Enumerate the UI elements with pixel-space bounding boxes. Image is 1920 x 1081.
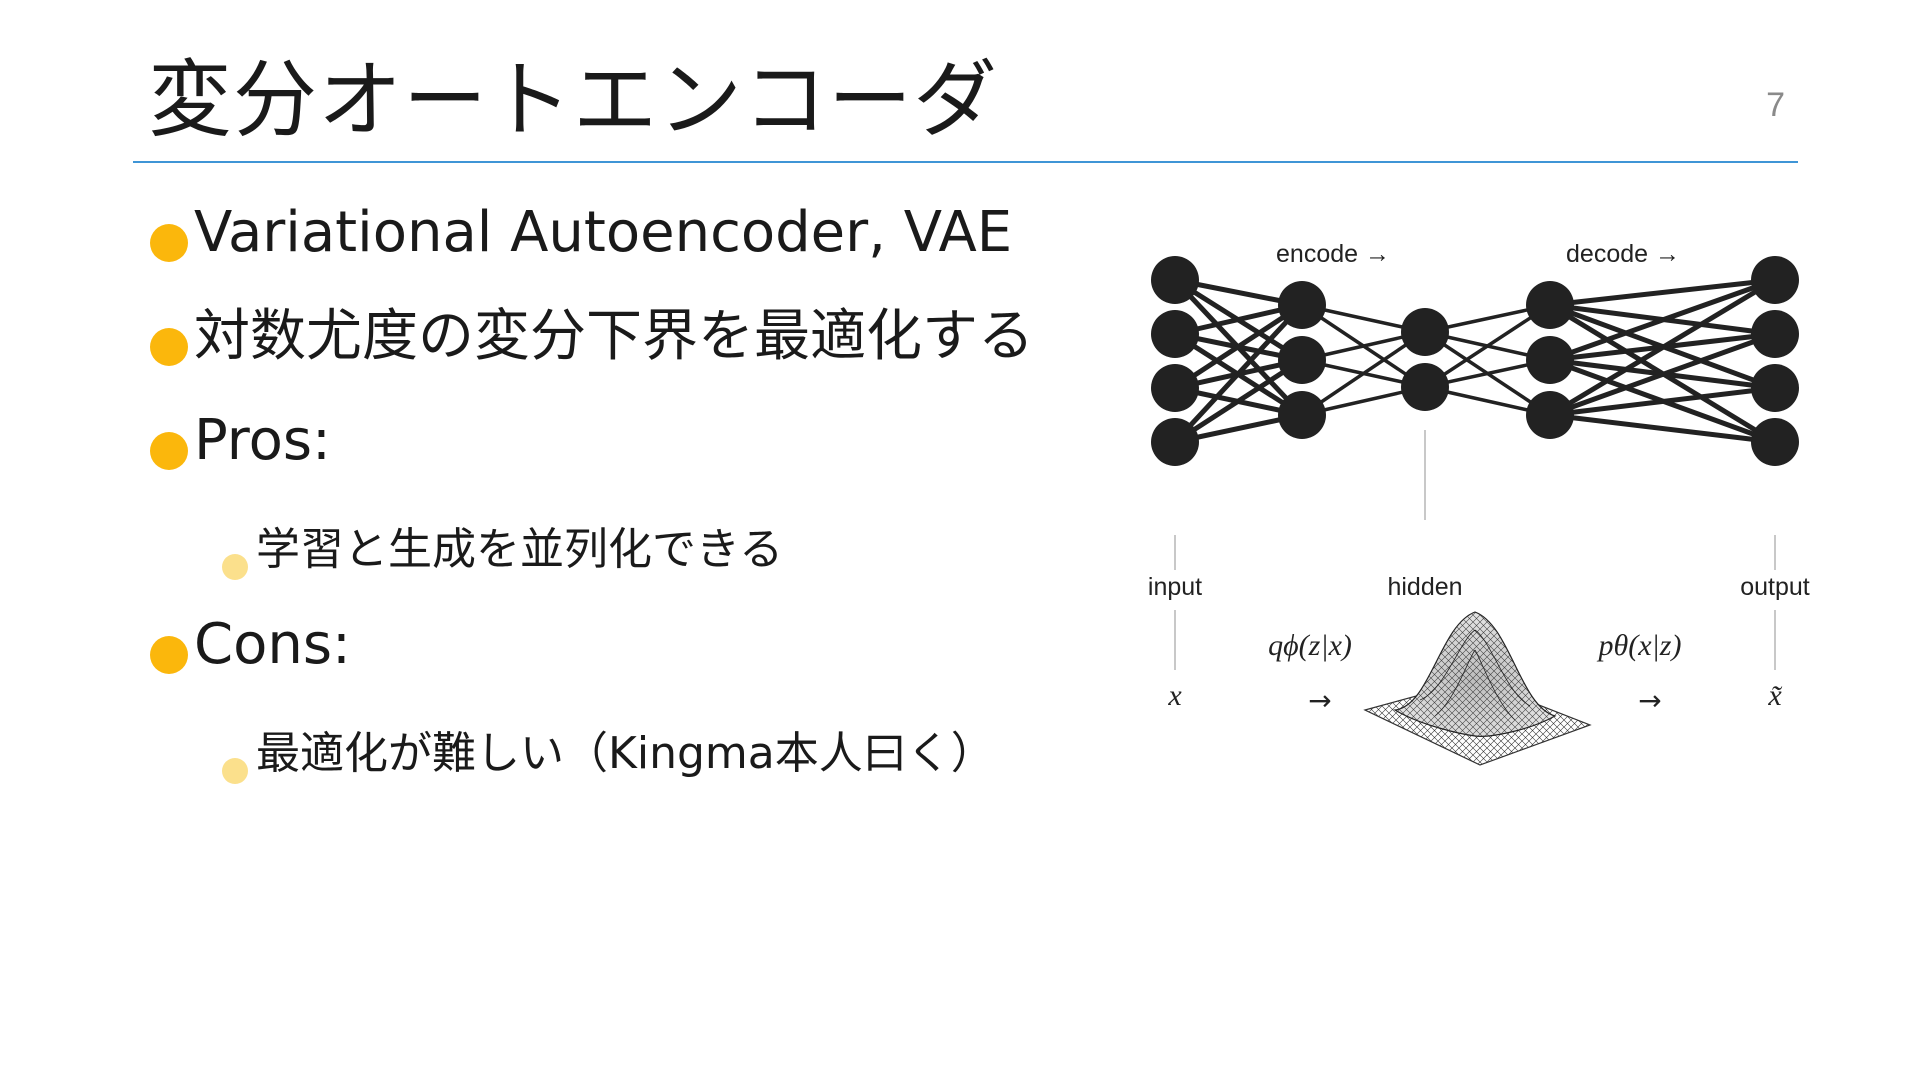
network-node	[1401, 308, 1449, 356]
reconstruction-symbol: x̃	[1767, 679, 1782, 712]
network-node	[1526, 336, 1574, 384]
encode-label: encode →	[1276, 240, 1390, 268]
network-node	[1151, 418, 1199, 466]
page-number: 7	[1766, 86, 1785, 124]
decoder-distribution-label: pθ(x|z)	[1597, 629, 1682, 662]
network-node	[1151, 256, 1199, 304]
bullet-item: Pros:	[148, 398, 1108, 502]
sub-bullet-item: 学習と生成を並列化できる	[148, 502, 1108, 602]
encoder-distribution-label: qϕ(z|x)	[1268, 629, 1352, 662]
bullet-item: Variational Autoencoder, VAE	[148, 190, 1108, 294]
sub-bullet-dot-icon	[222, 758, 248, 784]
network-edge	[1549, 277, 1776, 363]
title-underline	[133, 161, 1798, 163]
network-node	[1151, 310, 1199, 358]
bullet-text: 対数尤度の変分下界を最適化する	[194, 304, 1034, 369]
vae-diagram: encode → decode → input hidden output qϕ…	[1130, 230, 1830, 790]
network-edge	[1173, 302, 1304, 391]
network-edge	[1424, 303, 1551, 389]
sub-bullet-text: 最適化が難しい（Kingma本人曰く）	[256, 728, 995, 779]
network-edge	[1173, 357, 1304, 445]
network-edge	[1549, 412, 1776, 445]
network-node	[1526, 281, 1574, 329]
output-label: output	[1740, 573, 1810, 601]
encoder-arrow-icon: →	[1308, 684, 1331, 717]
network-edge	[1301, 330, 1426, 417]
network-edge	[1548, 277, 1777, 418]
input-label: input	[1148, 573, 1202, 601]
sub-bullet-text: 学習と生成を並列化できる	[256, 524, 784, 575]
network-edge	[1549, 277, 1776, 308]
bullet-dot-icon	[150, 328, 188, 366]
decoder-arrow-icon: →	[1638, 684, 1661, 717]
bullet-text: Cons:	[194, 612, 351, 677]
network-nodes	[1151, 256, 1799, 466]
network-node	[1151, 364, 1199, 412]
bullet-dot-icon	[150, 432, 188, 470]
network-node	[1278, 391, 1326, 439]
bullet-item: 対数尤度の変分下界を最適化する	[148, 294, 1108, 398]
network-node	[1751, 256, 1799, 304]
network-node	[1278, 336, 1326, 384]
sub-bullet-dot-icon	[222, 554, 248, 580]
network-node	[1401, 363, 1449, 411]
bullet-dot-icon	[150, 636, 188, 674]
decode-label: decode →	[1566, 240, 1680, 268]
network-node	[1751, 418, 1799, 466]
network-edge	[1173, 303, 1304, 444]
bullet-text: Variational Autoencoder, VAE	[194, 200, 1013, 265]
network-node	[1526, 391, 1574, 439]
input-symbol: x	[1167, 679, 1182, 712]
slide-title: 変分オートエンコーダ	[148, 51, 999, 149]
bullet-text: Pros:	[194, 408, 331, 473]
network-node	[1751, 310, 1799, 358]
vae-diagram-svg: encode → decode → input hidden output qϕ…	[1148, 240, 1810, 766]
network-node	[1278, 281, 1326, 329]
bullet-dot-icon	[150, 224, 188, 262]
bullet-item: Cons:	[148, 602, 1108, 706]
gaussian-surface-icon	[1363, 611, 1592, 766]
network-edges	[1173, 277, 1777, 445]
bullet-list: Variational Autoencoder, VAE 対数尤度の変分下界を最…	[148, 190, 1108, 806]
network-edge	[1549, 331, 1776, 418]
network-edge	[1549, 385, 1776, 418]
sub-bullet-item: 最適化が難しい（Kingma本人曰く）	[148, 706, 1108, 806]
hidden-label: hidden	[1387, 573, 1462, 601]
network-node	[1751, 364, 1799, 412]
